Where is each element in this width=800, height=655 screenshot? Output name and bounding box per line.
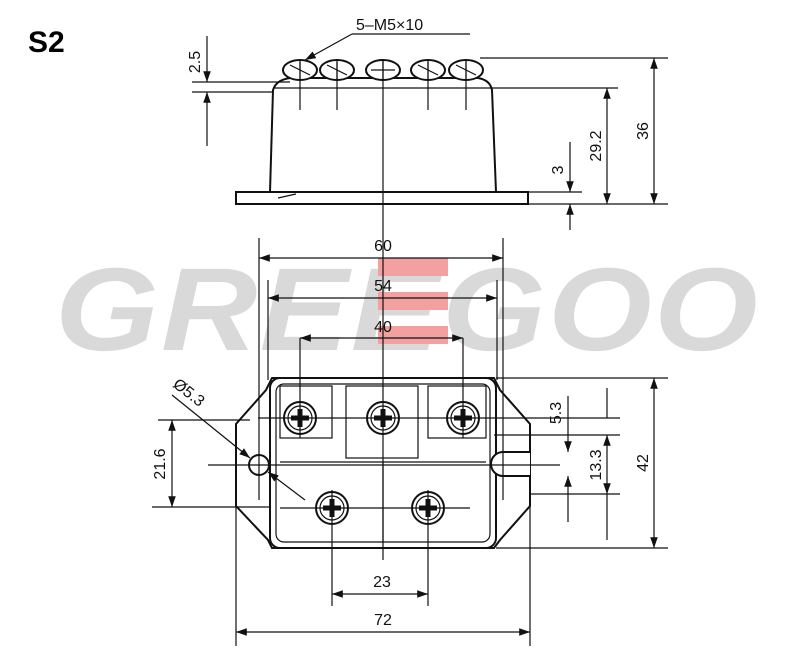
dim-total-depth: 42 (635, 454, 652, 472)
dim-width-54: 54 (374, 278, 392, 295)
top-view: 60 54 40 Ø5.3 21.6 5.3 13.3 42 23 (152, 222, 668, 646)
hole-note: Ø5.3 (170, 376, 208, 411)
side-view: 5–M5×10 36 29.2 3 2.5 (187, 17, 668, 230)
dim-base-thickness: 3 (550, 165, 567, 174)
dim-offset-13-3: 13.3 (588, 449, 605, 480)
dim-pitch-23: 23 (373, 574, 391, 591)
watermark-accent-bar-top (378, 258, 448, 276)
screw-note: 5–M5×10 (356, 17, 423, 34)
dim-top-gap: 2.5 (187, 51, 204, 73)
dim-total-width: 72 (374, 612, 392, 629)
dim-offset-5-3: 5.3 (548, 402, 565, 424)
dim-width-60: 60 (374, 238, 392, 255)
diagram-title: S2 (28, 26, 65, 59)
mount-slot-right (490, 451, 530, 477)
dim-width-40: 40 (374, 319, 392, 336)
dim-height-21-6: 21.6 (152, 448, 169, 479)
dim-total-height: 36 (635, 122, 652, 140)
dim-side-height: 29.2 (588, 130, 605, 161)
